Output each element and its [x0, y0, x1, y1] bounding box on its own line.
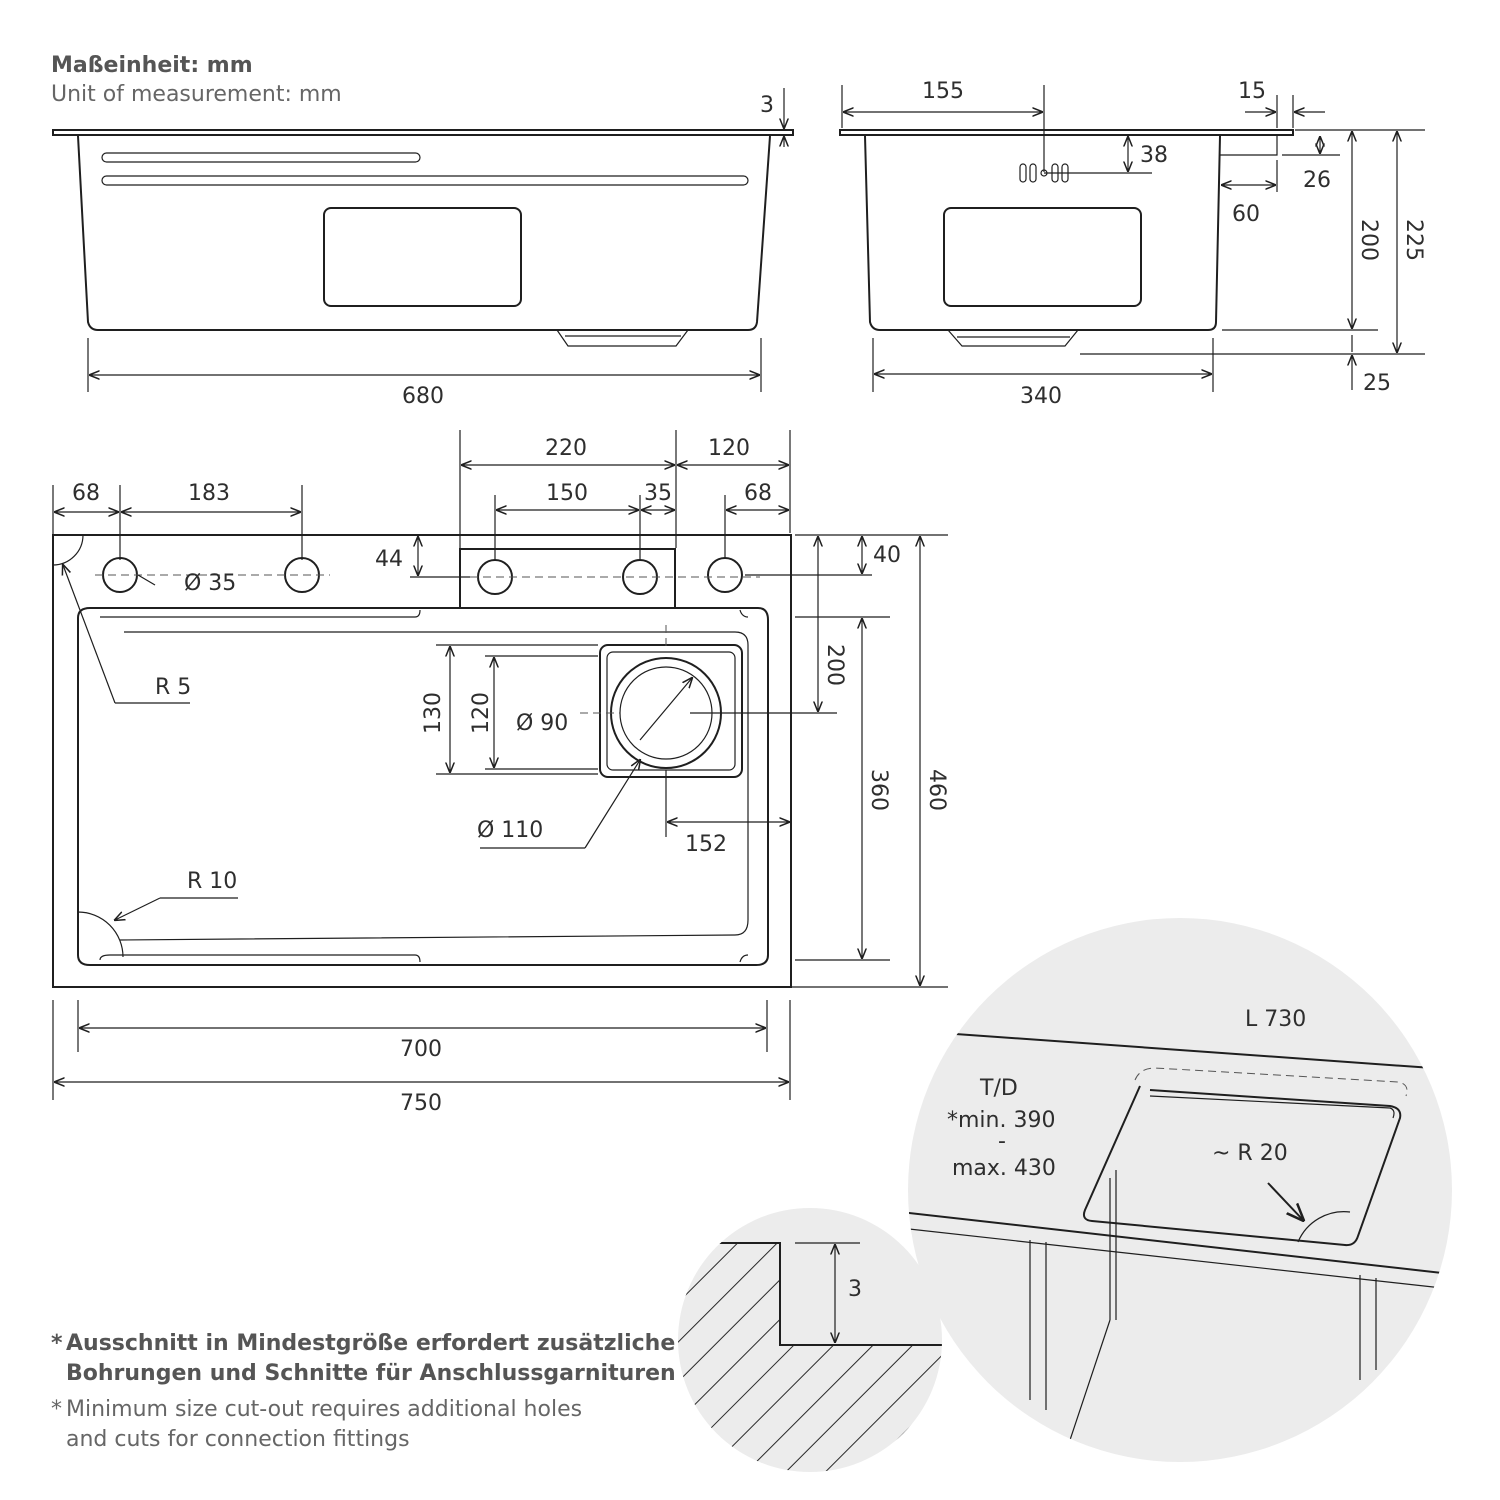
dim-150: 150: [546, 481, 588, 506]
dim-drain-depth: 25: [1363, 371, 1391, 396]
note-en-line1: Minimum size cut-out requires additional…: [66, 1397, 582, 1422]
cutout-min: *min. 390: [947, 1108, 1055, 1133]
notes: * Ausschnitt in Mindestgröße erfordert z…: [51, 1331, 676, 1452]
dim-360: 360: [866, 769, 891, 811]
dim-top-thickness: 3: [760, 93, 774, 118]
dim-radius-10: R 10: [187, 869, 237, 894]
dim-rim-overhang: 15: [1238, 79, 1266, 104]
dim-460: 460: [924, 769, 949, 811]
dim-152: 152: [685, 832, 727, 857]
note-de-line1: Ausschnitt in Mindestgröße erfordert zus…: [66, 1331, 675, 1356]
edge-step: 3: [848, 1277, 862, 1302]
dim-total-depth: 225: [1401, 219, 1426, 261]
dim-220: 220: [545, 436, 587, 461]
dim-750: 750: [400, 1091, 442, 1116]
cutout-radius: ~ R 20: [1212, 1141, 1288, 1166]
dim-68-left: 68: [72, 481, 100, 506]
dim-200-top: 200: [822, 644, 847, 686]
dim-40: 40: [873, 543, 901, 568]
unit-title-de: Maßeinheit: mm: [51, 53, 253, 78]
dim-68-right: 68: [744, 481, 772, 506]
dim-120: 120: [708, 436, 750, 461]
dim-tap-height: 38: [1140, 143, 1168, 168]
cutout-detail: L 730 T/D *min. 390 - max. 430 ~ R 20: [908, 918, 1452, 1462]
dim-bowl-depth: 200: [1356, 219, 1381, 261]
cutout-separator: -: [998, 1129, 1006, 1154]
dim-130: 130: [421, 692, 446, 734]
dim-183: 183: [188, 481, 230, 506]
note-asterisk-de: *: [51, 1331, 63, 1356]
front-view: 3 680: [52, 88, 794, 409]
dim-44: 44: [375, 547, 403, 572]
note-de-line2: Bohrungen und Schnitte für Anschlussgarn…: [66, 1361, 676, 1386]
note-asterisk-en: *: [51, 1397, 62, 1422]
cutout-max: max. 430: [952, 1156, 1056, 1181]
note-en-line2: and cuts for connection fittings: [66, 1427, 410, 1452]
dim-radius-5: R 5: [155, 675, 191, 700]
dim-side-width: 340: [1020, 384, 1062, 409]
cutout-depth-label: T/D: [979, 1076, 1018, 1101]
dim-120-drain: 120: [469, 692, 494, 734]
edge-detail: 3: [678, 1208, 942, 1472]
dim-tap-offset: 155: [922, 79, 964, 104]
dim-700: 700: [400, 1037, 442, 1062]
dim-hole-dia: Ø 35: [184, 571, 236, 596]
top-view: 68 183 220 120 150 35 68 44 40 Ø 35 R 5: [52, 430, 949, 1116]
dim-drain-90: Ø 90: [516, 711, 568, 736]
unit-title-en: Unit of measurement: mm: [51, 82, 342, 107]
dim-front-width: 680: [402, 384, 444, 409]
dim-flange-height: 26: [1303, 168, 1331, 193]
side-view: 155 15 38 26 60 200 225 25 340: [839, 79, 1426, 409]
dim-flange-width: 60: [1232, 202, 1260, 227]
cutout-length: L 730: [1245, 1007, 1306, 1032]
dim-35: 35: [644, 481, 672, 506]
dim-drain-110: Ø 110: [477, 818, 543, 843]
